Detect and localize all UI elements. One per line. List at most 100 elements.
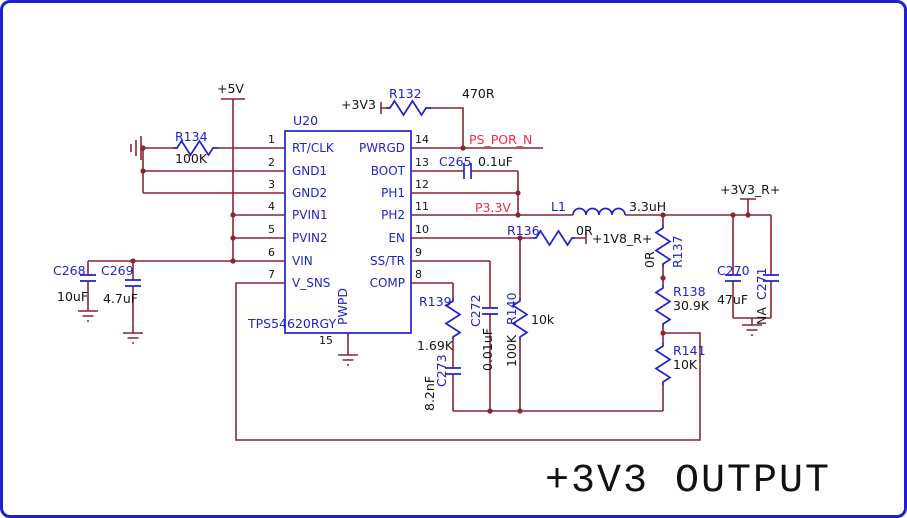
val-R132: 470R — [462, 86, 495, 101]
pin-num-14: 14 — [415, 133, 429, 146]
val-R140: 100K — [504, 334, 519, 367]
wire-pwrgd-pullup — [380, 102, 543, 149]
pin-name-pvin1: PVIN1 — [292, 208, 328, 222]
val-C273: 8.2nF — [422, 376, 437, 411]
gnd-c268-symbol — [78, 310, 98, 322]
pin-num-1: 1 — [268, 133, 275, 146]
ref-R139: R139 — [419, 294, 452, 309]
capacitor-C272 — [482, 307, 498, 315]
val-C272: 0.01uF — [480, 328, 495, 371]
wire-ph2-output — [411, 198, 771, 216]
val-C271: NA — [754, 307, 769, 325]
resistor-R140 — [511, 298, 529, 340]
ref-C269: C269 — [101, 263, 134, 278]
wires — [78, 98, 772, 441]
ref-C272: C272 — [468, 294, 483, 327]
ic-part-number: TPS54620RGY — [248, 316, 337, 331]
pin-num-5: 5 — [268, 223, 275, 236]
ref-C271: C271 — [754, 267, 769, 300]
wire-input-caps — [87, 261, 134, 333]
net-label-p3-3v: P3.3V — [475, 200, 511, 215]
capacitor-C269 — [125, 279, 141, 287]
power-label-3v3-r: +3V3_R+ — [720, 182, 781, 197]
pin-num-7: 7 — [268, 268, 275, 281]
ic-refdes: U20 — [293, 113, 319, 128]
component-symbols — [80, 99, 779, 385]
pin-num-11: 11 — [415, 200, 429, 213]
ref-L1: L1 — [551, 199, 566, 214]
net-label-ps-por-n: PS_POR_N — [469, 132, 533, 147]
pin-name-ph2: PH2 — [381, 208, 405, 222]
note-10k: 10k — [531, 312, 555, 327]
resistor-R139 — [444, 298, 462, 340]
wire-pvin-vin — [88, 214, 285, 262]
val-C268: 10uF — [57, 289, 89, 304]
pin-name-en: EN — [388, 231, 405, 245]
resistor-R132 — [386, 99, 431, 117]
pin-name-sstr: SS/TR — [370, 254, 405, 268]
power-label-5v: +5V — [217, 81, 244, 96]
gnd-c269-symbol — [123, 332, 143, 344]
resistor-R138 — [654, 285, 672, 327]
capacitor-C265 — [463, 163, 472, 179]
val-R137: 0R — [642, 251, 657, 268]
pin-num-3: 3 — [268, 178, 275, 191]
capacitor-C273 — [445, 367, 461, 375]
pin-name-gnd1: GND1 — [292, 164, 328, 178]
pin-name-pwrgd: PWRGD — [359, 141, 405, 155]
ref-C268: C268 — [53, 263, 86, 278]
pin-name-vsns: V_SNS — [292, 276, 331, 290]
pin-num-6: 6 — [268, 246, 275, 259]
capacitor-C268 — [80, 274, 96, 282]
val-R134: 100K — [175, 151, 208, 166]
ic-body — [284, 130, 412, 334]
inductor-L1 — [572, 207, 626, 216]
pin-num-2: 2 — [268, 156, 275, 169]
wire-sstr — [411, 260, 491, 411]
val-R138: 30.9K — [673, 298, 710, 313]
resistor-R137 — [654, 225, 672, 267]
pin-name-vin: VIN — [292, 254, 313, 268]
ref-R132: R132 — [389, 86, 422, 101]
power-label-3v3: +3V3 — [341, 97, 376, 112]
wire-comp — [411, 282, 454, 411]
power-label-1v8-r: +1V8_R+ — [592, 231, 653, 246]
pin-name-rtclk: RT/CLK — [292, 141, 334, 155]
ref-R134: R134 — [175, 129, 208, 144]
ic-pin-num-15: 15 — [319, 334, 333, 347]
gnd-pwpd-symbol — [338, 354, 358, 366]
pin-name-ph1: PH1 — [381, 186, 405, 200]
wire-vsns-feedback — [235, 282, 701, 441]
ref-R137: R137 — [670, 235, 685, 268]
val-C265: 0.1uF — [478, 154, 513, 169]
val-R141: 10K — [673, 357, 698, 372]
ref-R138: R138 — [673, 284, 706, 299]
val-L1: 3.3uH — [629, 199, 667, 214]
pin-num-9: 9 — [415, 246, 422, 259]
schematic-drawing — [78, 98, 779, 441]
val-R136: 0R — [576, 223, 593, 238]
ref-R141: R141 — [673, 343, 706, 358]
val-C269: 4.7uF — [103, 291, 138, 306]
pin-name-pvin2: PVIN2 — [292, 231, 328, 245]
ic-pin-name-pwpd: PWPD — [335, 287, 350, 325]
pin-name-gnd2: GND2 — [292, 186, 328, 200]
resistor-R141 — [654, 343, 672, 385]
ref-R140: R140 — [504, 292, 519, 325]
resistor-R136 — [533, 229, 575, 247]
resistor-R134 — [173, 139, 218, 157]
junction-dots — [130, 145, 751, 414]
pin-num-8: 8 — [415, 268, 422, 281]
val-R139: 1.69K — [417, 338, 454, 353]
capacitor-C271 — [763, 274, 779, 282]
pin-num-10: 10 — [415, 223, 429, 236]
ref-R136: R136 — [507, 223, 540, 238]
pin-num-4: 4 — [268, 200, 275, 213]
pin-num-12: 12 — [415, 178, 429, 191]
gnd-output-symbol — [742, 324, 762, 336]
ref-C270: C270 — [717, 263, 750, 278]
power-rail-5v — [221, 98, 245, 261]
capacitor-C270 — [725, 274, 741, 282]
val-C270: 47uF — [717, 292, 749, 307]
